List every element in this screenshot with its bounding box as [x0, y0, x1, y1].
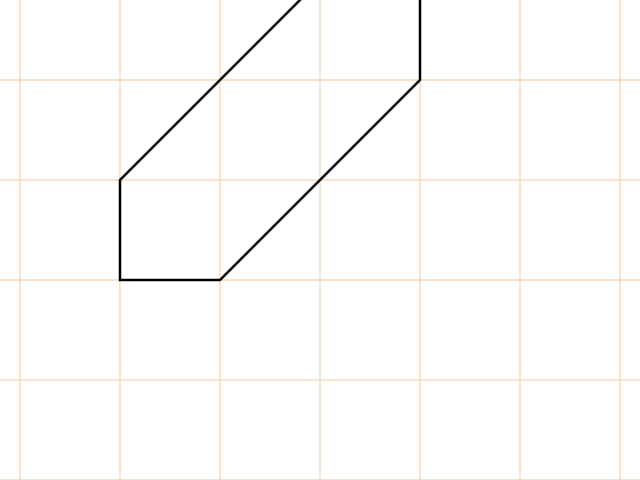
drawn-path: [118, 0, 422, 282]
